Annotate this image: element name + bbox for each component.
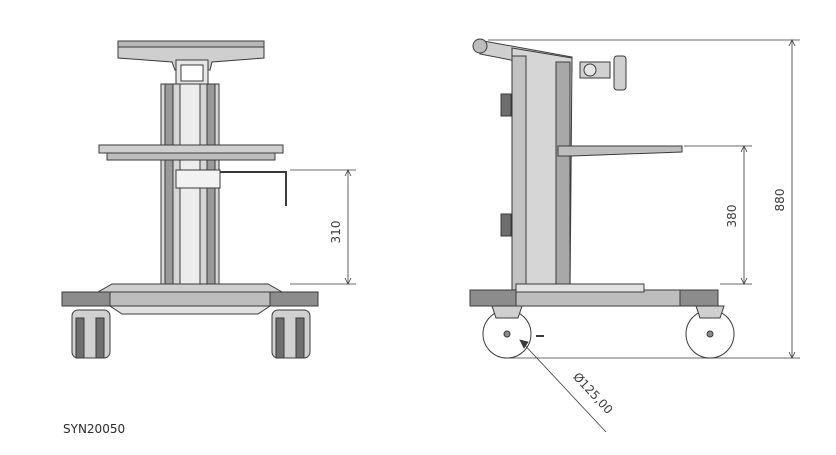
side-dimension-380: [684, 145, 752, 285]
side-base-top: [515, 283, 645, 293]
side-rear-wheel-hub: [503, 330, 511, 338]
side-rear-fork: [491, 305, 523, 319]
front-right-caster: [271, 309, 311, 359]
side-upper-handle: [500, 93, 512, 117]
side-front-wheel-hub: [706, 330, 714, 338]
side-view: [469, 38, 800, 433]
side-wheel-diameter-leader: [519, 335, 607, 433]
front-base-left-block: [61, 291, 111, 307]
front-base-top: [96, 283, 284, 293]
front-shelf: [98, 144, 284, 154]
front-left-caster: [71, 309, 111, 359]
front-monitor-mount-inner: [180, 64, 204, 82]
side-lower-handle: [500, 213, 512, 237]
side-front-fork: [695, 305, 725, 319]
front-dimension-label: 310: [329, 221, 343, 244]
front-shelf-under: [106, 152, 276, 161]
side-base-rear-block: [469, 289, 517, 307]
front-base-right-block: [269, 291, 319, 307]
front-dimension-310: [290, 169, 356, 285]
front-handle-block: [175, 169, 221, 189]
side-wheel-diameter-label: Ø125,00: [570, 370, 615, 417]
front-base-skirt: [108, 305, 272, 315]
side-monitor-knob: [583, 63, 597, 77]
side-base-front-block: [679, 289, 719, 307]
side-shelf-height-label: 380: [725, 205, 739, 228]
side-column-rear: [511, 55, 527, 293]
front-view: [61, 40, 356, 359]
side-arm-pivot: [472, 38, 488, 54]
side-shelf: [557, 145, 683, 157]
side-column-front-rail: [555, 61, 571, 293]
side-dimension-880: [488, 39, 800, 359]
side-monitor-plate: [613, 55, 627, 91]
front-tray-edge: [117, 40, 265, 48]
drawing-caption: SYN20050: [63, 422, 126, 436]
side-total-height-label: 880: [773, 189, 787, 212]
front-hook: [220, 171, 287, 206]
front-column-left-rail: [164, 83, 174, 285]
